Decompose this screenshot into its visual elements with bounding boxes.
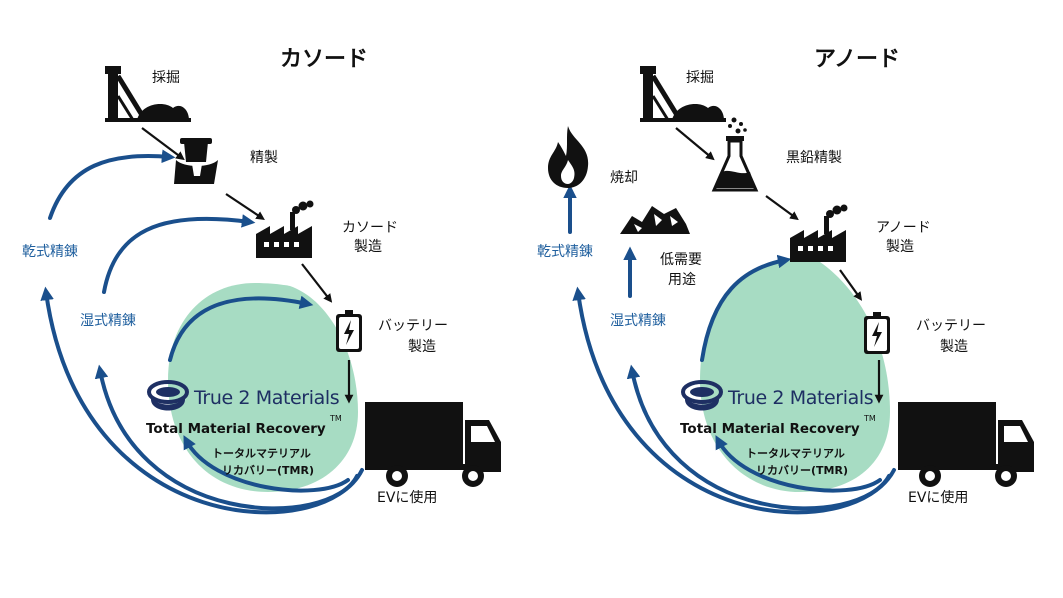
mining-label: 採掘 — [152, 70, 180, 86]
cathode-production-label-1: カソード — [342, 220, 398, 236]
brand-name: True 2 Materials — [727, 387, 873, 409]
tmr-japanese-1: トータルマテリアル — [212, 447, 311, 460]
tmr-english: Total Material Recovery — [146, 421, 326, 437]
cathode-black-arrows — [141, 127, 354, 404]
cathode-blue-arrows — [40, 149, 364, 515]
incineration-label: 焼却 — [610, 170, 638, 186]
factory-icon — [256, 200, 314, 258]
anode-panel: アノード — [537, 47, 1034, 515]
ev-use-label: EVに使用 — [908, 489, 968, 506]
trademark-mark: TM — [329, 414, 342, 423]
flask-icon — [711, 117, 759, 192]
battery-production-label-1: バッテリー — [916, 318, 986, 334]
truck-icon — [898, 402, 1034, 487]
cathode-tmr-blob — [168, 283, 358, 492]
battery-production-label-1: バッテリー — [378, 318, 448, 334]
trademark-mark: TM — [863, 414, 876, 423]
battery-icon — [864, 312, 890, 354]
factory-icon — [790, 204, 848, 262]
anode-blue-arrows — [563, 184, 896, 515]
cathode-panel: カソード 採掘 精 — [22, 47, 501, 515]
truck-icon — [365, 402, 501, 487]
refining-label: 精製 — [250, 150, 278, 166]
anode-title: アノード — [814, 47, 900, 72]
wet-refining-label: 湿式精錬 — [80, 313, 136, 329]
tmr-japanese-1: トータルマテリアル — [746, 447, 845, 460]
wet-refining-label: 湿式精錬 — [610, 313, 666, 329]
anode-black-arrows — [675, 127, 884, 404]
low-demand-label-2: 用途 — [668, 271, 696, 288]
tmr-japanese-2: リカバリー(TMR) — [756, 464, 848, 477]
battery-production-label-2: 製造 — [940, 339, 968, 355]
low-demand-label-1: 低需要 — [660, 252, 702, 268]
anode-tmr-blob — [700, 257, 890, 492]
mining-label: 採掘 — [686, 70, 714, 86]
dry-refining-label: 乾式精錬 — [537, 244, 593, 260]
cathode-production-label-2: 製造 — [354, 239, 382, 255]
battery-production-label-2: 製造 — [408, 339, 436, 355]
anode-production-label-1: アノード — [876, 220, 931, 236]
ev-use-label: EVに使用 — [377, 489, 437, 506]
graphite-refining-label: 黒鉛精製 — [786, 150, 842, 166]
refinery-bucket-icon — [174, 138, 218, 184]
tmr-english: Total Material Recovery — [680, 421, 860, 437]
cathode-title: カソード — [280, 47, 368, 72]
anode-production-label-2: 製造 — [886, 239, 914, 255]
tmr-japanese-2: リカバリー(TMR) — [222, 464, 314, 477]
battery-icon — [336, 310, 362, 352]
flame-icon — [548, 126, 589, 188]
dry-refining-label: 乾式精錬 — [22, 244, 78, 260]
scrap-pile-icon — [620, 206, 690, 234]
brand-name: True 2 Materials — [193, 387, 339, 409]
